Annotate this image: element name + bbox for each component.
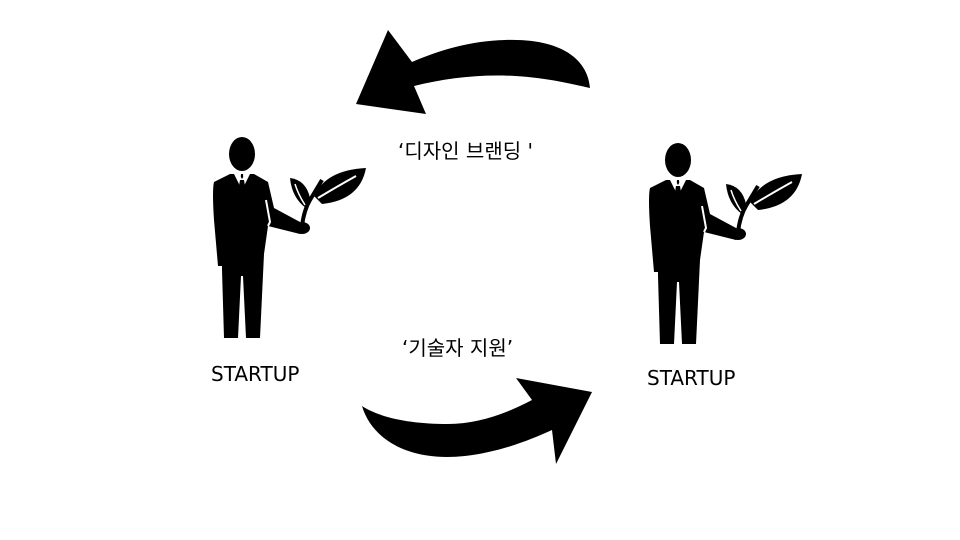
- bottom-relation-label: ‘기술자 지원’: [402, 336, 514, 360]
- left-startup-label: STARTUP: [211, 362, 300, 386]
- right-startup-label: STARTUP: [647, 366, 736, 390]
- left-businessman-icon: [211, 135, 368, 340]
- curved-arrow-left-icon: [356, 30, 590, 114]
- right-businessman-icon: [647, 141, 804, 346]
- top-relation-label: ‘디자인 브랜딩 ': [398, 139, 533, 163]
- curved-arrow-right-icon: [362, 378, 592, 464]
